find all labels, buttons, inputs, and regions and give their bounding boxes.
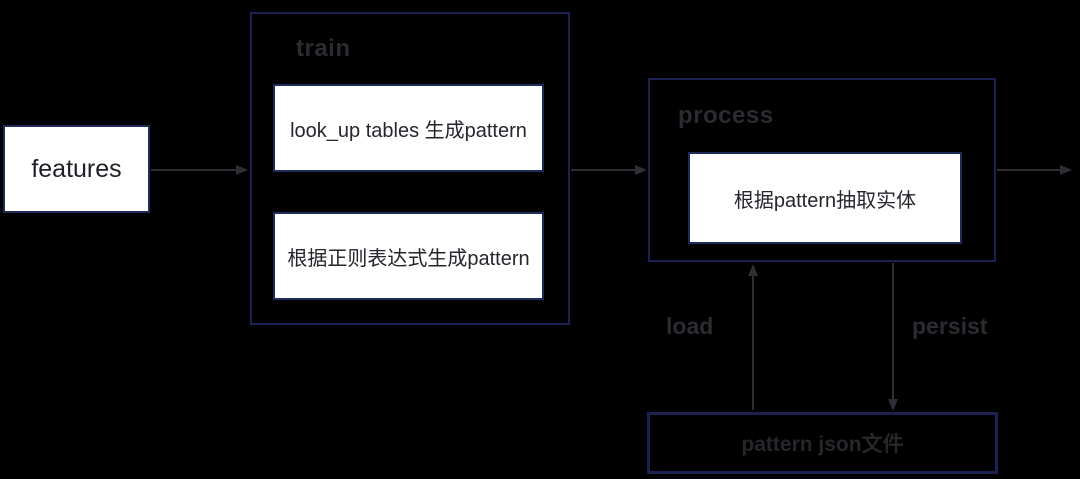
- step-regex-pattern-label: 根据正则表达式生成pattern: [287, 247, 530, 270]
- step-lookup-tables-pattern-label: look_up tables 生成pattern: [290, 119, 527, 142]
- step-regex-pattern: 根据正则表达式生成pattern: [273, 212, 544, 300]
- group-process-title: process: [678, 102, 774, 129]
- group-train-title: train: [296, 35, 351, 62]
- group-process: process 根据pattern抽取实体: [648, 78, 996, 262]
- edge-label-load: load: [666, 313, 714, 339]
- step-extract-entities-label: 根据pattern抽取实体: [733, 189, 917, 212]
- group-train: train look_up tables 生成pattern 根据正则表达式生成…: [250, 12, 570, 325]
- node-pattern-json-file-label: pattern json文件: [741, 433, 904, 456]
- edge-label-persist: persist: [912, 313, 988, 339]
- node-pattern-json-file: pattern json文件: [647, 412, 998, 474]
- node-features-label: features: [31, 154, 122, 183]
- node-features: features: [3, 125, 150, 213]
- step-extract-entities: 根据pattern抽取实体: [688, 152, 962, 244]
- step-lookup-tables-pattern: look_up tables 生成pattern: [273, 84, 544, 172]
